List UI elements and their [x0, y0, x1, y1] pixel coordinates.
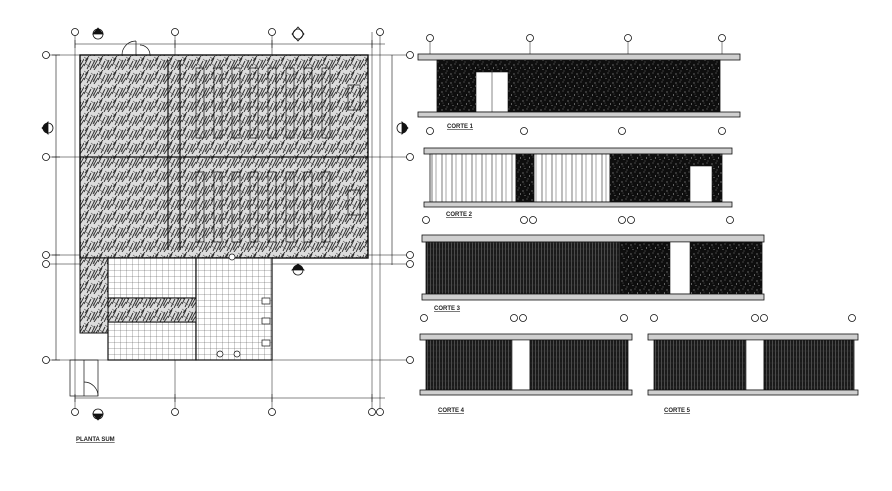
section-4-label: CORTE 4 — [438, 408, 465, 414]
section-corte-4: CORTE 4 — [419, 314, 633, 414]
section-2-glazing-mid — [533, 153, 611, 203]
section-3-axis-bubbles — [422, 216, 734, 224]
bathroom-block-lower — [107, 321, 197, 361]
section-5-axis-bubbles — [650, 314, 856, 322]
section-5-louvers-left — [653, 339, 747, 391]
section-1-axis-bubbles — [426, 34, 726, 42]
section-2-label: CORTE 2 — [446, 212, 473, 218]
section-3-louvers — [425, 241, 621, 295]
section-4-louvers-left — [425, 339, 513, 391]
section-1-label: CORTE 1 — [447, 124, 474, 130]
section-cut-markers — [41, 26, 409, 421]
corridor-floor — [79, 257, 109, 334]
section-corte-1: CORTE 1 — [417, 34, 741, 130]
plan-title: PLANTA SUM — [76, 437, 115, 443]
section-4-axis-bubbles — [420, 314, 628, 322]
section-4-louvers-right — [529, 339, 629, 391]
section-2-glazing-left — [429, 153, 517, 203]
section-5-louvers-right — [763, 339, 855, 391]
desk-rows — [195, 67, 361, 243]
service-room — [107, 297, 197, 323]
section-2-axis-bubbles — [426, 127, 726, 135]
floor-plan: PLANTA SUM — [41, 26, 414, 443]
entrance-door — [69, 359, 99, 397]
door-swings — [121, 40, 151, 56]
interior-walls — [80, 60, 368, 250]
section-3-wall-right — [619, 241, 763, 295]
section-corte-5: CORTE 5 — [647, 314, 859, 414]
bathroom-block-upper — [107, 257, 197, 299]
section-5-label: CORTE 5 — [664, 408, 691, 414]
axis-bubbles — [42, 28, 414, 416]
section-corte-2: CORTE 2 — [423, 127, 733, 218]
toilet-fixtures — [216, 253, 271, 358]
section-corte-3: CORTE 3 — [421, 216, 765, 312]
bathroom-block-right — [195, 257, 273, 361]
section-3-label: CORTE 3 — [434, 306, 461, 312]
section-1-wall-right — [519, 59, 721, 113]
